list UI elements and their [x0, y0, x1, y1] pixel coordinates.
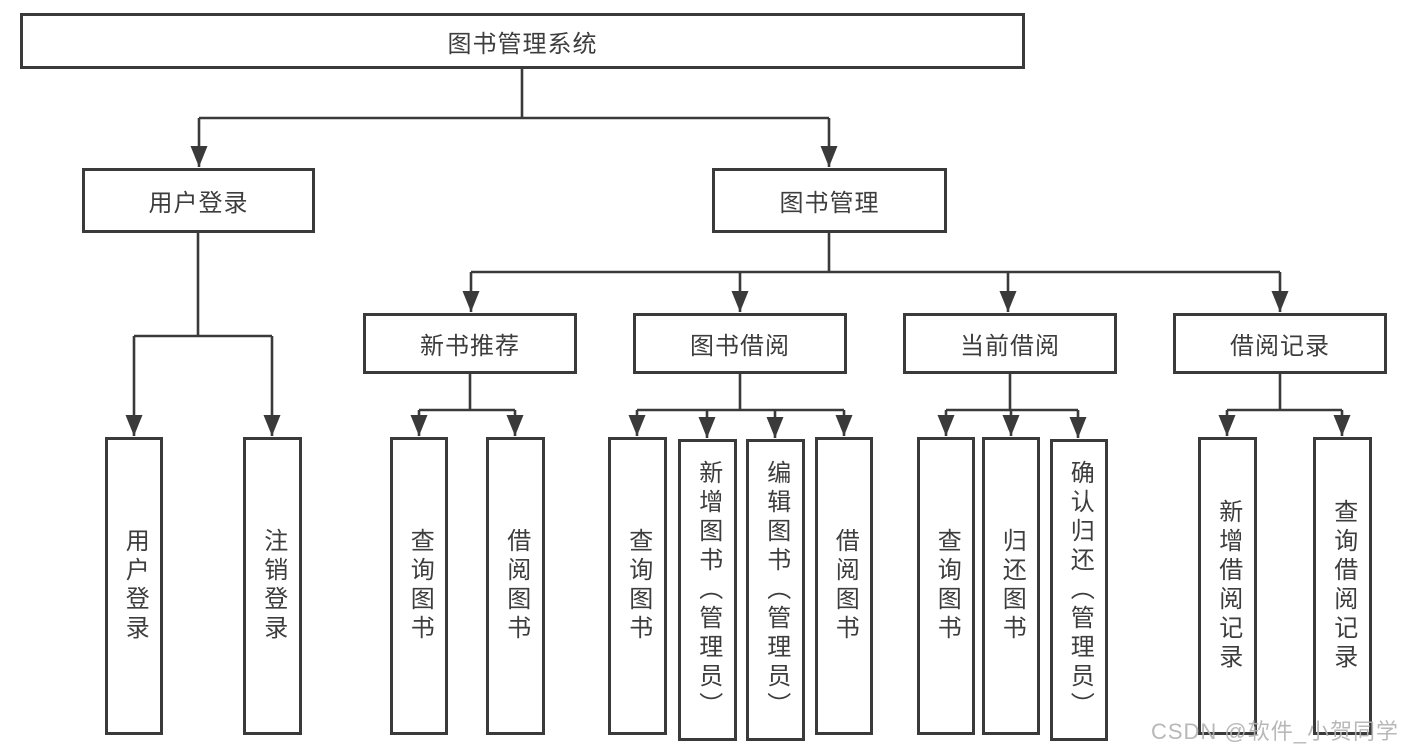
- node-current-borrow: 当前借阅: [903, 313, 1117, 374]
- leaf-query-books-a-label: 查询图书: [406, 528, 434, 644]
- node-current-borrow-label: 当前借阅: [960, 333, 1060, 360]
- leaf-borrow-books-a-label: 借阅图书: [502, 528, 530, 644]
- leaf-add-borrow-record-label: 新增借阅记录: [1214, 499, 1242, 673]
- leaf-confirm-return-admin: 确认归还（管理员）: [1050, 439, 1108, 741]
- leaf-confirm-return-admin-label: 确认归还（管理员）: [1066, 459, 1094, 721]
- node-new-book-recommend-label: 新书推荐: [420, 333, 520, 360]
- node-user-login: 用户登录: [82, 168, 315, 233]
- leaf-borrow-books-a: 借阅图书: [486, 437, 545, 735]
- node-book-management: 图书管理: [712, 168, 947, 233]
- leaf-return-book-label: 归还图书: [998, 528, 1026, 644]
- csdn-watermark: CSDN @软件_小贺同学: [1150, 719, 1399, 744]
- node-borrow-records-label: 借阅记录: [1230, 333, 1330, 360]
- leaf-user-login: 用户登录: [105, 437, 163, 735]
- leaf-add-borrow-record: 新增借阅记录: [1198, 437, 1257, 735]
- leaf-query-books-c: 查询图书: [917, 437, 975, 735]
- node-book-borrow: 图书借阅: [633, 313, 847, 374]
- leaf-query-books-a: 查询图书: [390, 437, 448, 735]
- node-book-borrow-label: 图书借阅: [690, 333, 790, 360]
- node-root: 图书管理系统: [20, 13, 1025, 69]
- leaf-query-books-b: 查询图书: [608, 437, 667, 735]
- leaf-borrow-books-b-label: 借阅图书: [831, 528, 859, 644]
- leaf-logout-label: 注销登录: [259, 528, 287, 644]
- leaf-edit-book-admin: 编辑图书（管理员）: [746, 439, 805, 741]
- connector-bars: [134, 68, 1342, 412]
- node-root-label: 图书管理系统: [447, 30, 598, 58]
- leaf-return-book: 归还图书: [982, 437, 1040, 735]
- leaf-query-books-c-label: 查询图书: [933, 528, 961, 644]
- node-user-login-label: 用户登录: [148, 190, 249, 217]
- leaf-query-books-b-label: 查询图书: [624, 528, 652, 644]
- leaf-borrow-books-b: 借阅图书: [815, 437, 873, 735]
- leaf-add-book-admin-label: 新增图书（管理员）: [694, 459, 722, 721]
- node-borrow-records: 借阅记录: [1173, 313, 1387, 374]
- leaf-add-book-admin: 新增图书（管理员）: [678, 439, 737, 741]
- node-new-book-recommend: 新书推荐: [363, 313, 577, 374]
- node-book-management-label: 图书管理: [779, 190, 880, 217]
- leaf-query-borrow-record: 查询借阅记录: [1313, 437, 1372, 735]
- leaf-query-borrow-record-label: 查询借阅记录: [1329, 499, 1357, 673]
- leaf-user-login-label: 用户登录: [121, 528, 149, 644]
- leaf-edit-book-admin-label: 编辑图书（管理员）: [762, 459, 790, 721]
- leaf-logout: 注销登录: [243, 437, 302, 735]
